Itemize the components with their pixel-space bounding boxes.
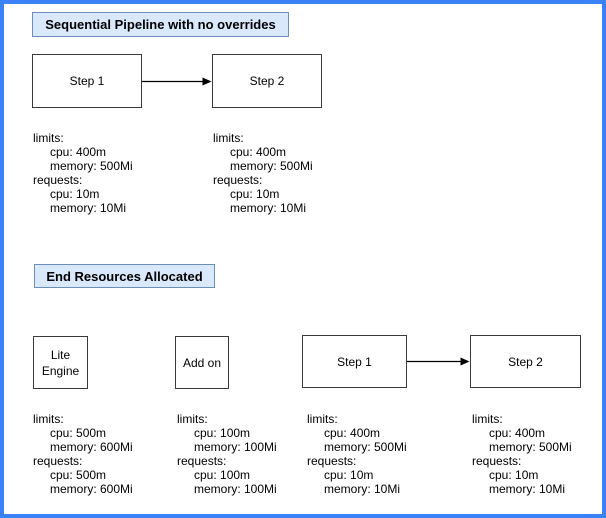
resource-line: limits: xyxy=(33,412,64,426)
arrow-head xyxy=(460,357,470,366)
resources-step1-bottom: limits: cpu: 400m memory: 500Mi requests… xyxy=(307,412,407,496)
section-title-end-resources: End Resources Allocated xyxy=(34,264,215,288)
arrow-head xyxy=(202,77,212,86)
resource-line: memory: 100Mi xyxy=(194,440,277,454)
section-title-text: End Resources Allocated xyxy=(46,268,203,284)
resources-add-on: limits: cpu: 100m memory: 100Mi requests… xyxy=(177,412,277,496)
resource-line: memory: 600Mi xyxy=(50,440,133,454)
resource-line: memory: 100Mi xyxy=(194,482,277,496)
resource-line: limits: xyxy=(213,131,244,145)
resource-line: requests: xyxy=(33,454,83,468)
resource-line: cpu: 100m xyxy=(194,468,251,482)
arrow-step1-to-step2-top xyxy=(142,77,212,86)
node-step2-top: Step 2 xyxy=(212,54,322,108)
resource-line: requests: xyxy=(472,454,522,468)
resource-line: memory: 10Mi xyxy=(489,482,566,496)
resource-line: requests: xyxy=(307,454,357,468)
resource-line: memory: 500Mi xyxy=(489,440,572,454)
resource-line: cpu: 400m xyxy=(489,426,546,440)
resource-line: memory: 500Mi xyxy=(230,159,313,173)
resource-line: cpu: 400m xyxy=(50,145,107,159)
resources-step2-top: limits: cpu: 400m memory: 500Mi requests… xyxy=(213,131,313,215)
node-lite-engine: Lite Engine xyxy=(33,336,88,389)
resources-lite-engine: limits: cpu: 500m memory: 600Mi requests… xyxy=(33,412,133,496)
resource-line: memory: 10Mi xyxy=(50,201,127,215)
node-step2-bottom: Step 2 xyxy=(470,335,581,388)
section-title-text: Sequential Pipeline with no overrides xyxy=(45,17,276,32)
resource-line: requests: xyxy=(177,454,227,468)
resource-line: requests: xyxy=(33,173,83,187)
resource-line: cpu: 100m xyxy=(194,426,251,440)
resource-line: cpu: 10m xyxy=(489,468,539,482)
node-label: Step 2 xyxy=(508,354,543,369)
resource-line: memory: 10Mi xyxy=(324,482,401,496)
resource-line: limits: xyxy=(472,412,503,426)
resource-line: limits: xyxy=(307,412,338,426)
resource-line: memory: 500Mi xyxy=(50,159,133,173)
resource-line: cpu: 400m xyxy=(230,145,287,159)
resource-line: memory: 10Mi xyxy=(230,201,307,215)
resource-line: requests: xyxy=(213,173,263,187)
node-step1-top: Step 1 xyxy=(32,54,142,108)
resource-line: limits: xyxy=(177,412,208,426)
node-label: Step 2 xyxy=(249,74,285,88)
arrow-step1-to-step2-bottom xyxy=(407,357,470,366)
resource-line: memory: 600Mi xyxy=(50,482,133,496)
node-label: Add on xyxy=(182,355,222,370)
node-label: Lite Engine xyxy=(41,347,80,378)
resource-line: cpu: 400m xyxy=(324,426,381,440)
resource-line: cpu: 10m xyxy=(50,187,100,201)
resource-line: cpu: 500m xyxy=(50,426,107,440)
node-label: Step 1 xyxy=(69,74,105,88)
resource-line: cpu: 500m xyxy=(50,468,107,482)
node-add-on: Add on xyxy=(175,336,229,389)
section-title-sequential-pipeline: Sequential Pipeline with no overrides xyxy=(32,12,289,37)
node-step1-bottom: Step 1 xyxy=(302,335,407,388)
resources-step1-top: limits: cpu: 400m memory: 500Mi requests… xyxy=(33,131,133,215)
resource-line: cpu: 10m xyxy=(324,468,374,482)
resource-line: limits: xyxy=(33,131,64,145)
resource-line: cpu: 10m xyxy=(230,187,280,201)
resource-line: memory: 500Mi xyxy=(324,440,407,454)
resources-step2-bottom: limits: cpu: 400m memory: 500Mi requests… xyxy=(472,412,572,496)
node-label: Step 1 xyxy=(337,354,372,369)
